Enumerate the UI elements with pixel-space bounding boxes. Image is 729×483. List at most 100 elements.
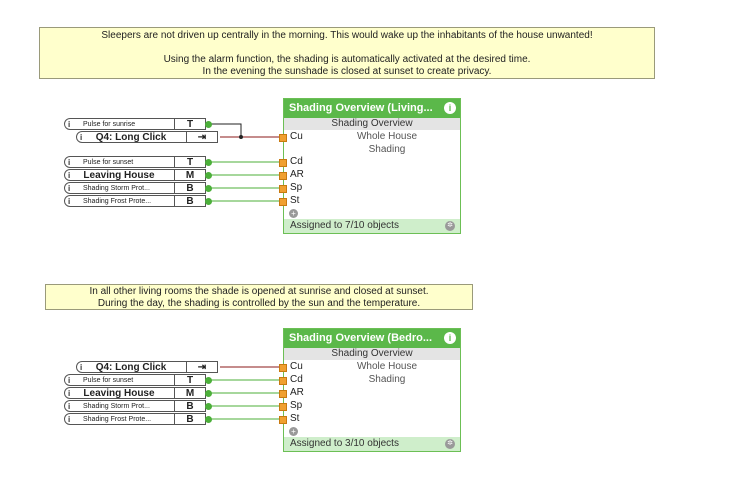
info-icon[interactable]: i [68, 158, 71, 167]
input-port-type: T [174, 119, 205, 130]
comment-note-1[interactable]: Sleepers are not driven up centrally in … [39, 27, 655, 79]
input-leaving-house[interactable]: i Leaving House M [64, 169, 206, 181]
block-description: Whole House [356, 361, 418, 372]
gear-icon[interactable]: ✲ [445, 439, 455, 449]
block-footer: Assigned to 3/10 objects ✲ [284, 437, 460, 451]
block-footer: Assigned to 7/10 objects ✲ [284, 219, 460, 233]
info-icon[interactable]: i [68, 171, 71, 180]
input-storm-protection[interactable]: i Shading Storm Prot... B [64, 182, 206, 194]
input-port-type: ⇥ [186, 132, 217, 143]
pin-label: St [290, 195, 300, 206]
input-port-type: B [174, 183, 205, 194]
info-icon[interactable]: i [68, 184, 71, 193]
pin-connector[interactable] [279, 364, 287, 372]
input-port-type: T [174, 375, 205, 386]
plus-icon[interactable]: + [289, 427, 298, 436]
info-icon[interactable]: i [68, 415, 71, 424]
input-label: Q4: Long Click [95, 362, 167, 373]
plus-icon[interactable]: + [289, 209, 298, 218]
input-label: Leaving House [83, 170, 155, 181]
pin-label: AR [290, 387, 304, 398]
info-icon[interactable]: i [68, 120, 71, 129]
info-icon[interactable]: i [80, 363, 83, 372]
pin-connector[interactable] [279, 416, 287, 424]
block-header[interactable]: Shading Overview (Living... i [284, 99, 460, 118]
pin-label: Cu [290, 361, 303, 372]
output-connector[interactable] [205, 121, 212, 128]
input-pulse-sunset[interactable]: i Pulse for sunset T [64, 374, 206, 386]
input-label: Pulse for sunset [83, 159, 134, 166]
info-icon[interactable]: i [68, 197, 71, 206]
pin-connector[interactable] [279, 134, 287, 142]
input-label: Q4: Long Click [95, 132, 167, 143]
input-port-type: B [174, 196, 205, 207]
block-header[interactable]: Shading Overview (Bedro... i [284, 329, 460, 348]
input-label: Pulse for sunset [83, 377, 134, 384]
input-label: Shading Frost Prote... [83, 416, 152, 423]
pin-label: Sp [290, 400, 303, 411]
pin-connector[interactable] [279, 377, 287, 385]
info-icon[interactable]: i [444, 332, 456, 344]
pin-connector[interactable] [279, 172, 287, 180]
note-line: During the day, the shading is controlle… [97, 298, 421, 309]
assigned-count: Assigned to 3/10 objects [290, 438, 399, 449]
input-storm-protection[interactable]: i Shading Storm Prot... B [64, 400, 206, 412]
input-q4-long-click[interactable]: i Q4: Long Click ⇥ [76, 361, 218, 373]
output-connector[interactable] [205, 159, 212, 166]
block-title: Shading Overview (Living... [289, 102, 433, 114]
output-connector[interactable] [205, 403, 212, 410]
note-line: In the evening the sunshade is closed at… [202, 66, 492, 77]
input-q4-long-click[interactable]: i Q4: Long Click ⇥ [76, 131, 218, 143]
note-line: Using the alarm function, the shading is… [163, 54, 531, 65]
shading-overview-block-living[interactable]: Shading Overview (Living... i Shading Ov… [279, 98, 461, 234]
output-connector[interactable] [205, 198, 212, 205]
comment-note-2[interactable]: In all other living rooms the shade is o… [45, 284, 473, 310]
input-frost-protection[interactable]: i Shading Frost Prote... B [64, 413, 206, 425]
pin-label: Sp [290, 182, 303, 193]
gear-icon[interactable]: ✲ [445, 221, 455, 231]
note-line [40, 42, 654, 54]
input-pulse-sunset[interactable]: i Pulse for sunset T [64, 156, 206, 168]
pin-connector[interactable] [279, 159, 287, 167]
info-icon[interactable]: i [68, 402, 71, 411]
block-subtitle: Shading Overview [284, 118, 460, 130]
info-icon[interactable]: i [444, 102, 456, 114]
input-pulse-sunrise[interactable]: i Pulse for sunrise T [64, 118, 206, 130]
pin-connector[interactable] [279, 198, 287, 206]
shading-overview-block-bedroom[interactable]: Shading Overview (Bedro... i Shading Ove… [279, 328, 461, 452]
info-icon[interactable]: i [68, 389, 71, 398]
block-description: Whole House [356, 131, 418, 142]
pin-connector[interactable] [279, 403, 287, 411]
note-line: In all other living rooms the shade is o… [89, 286, 429, 297]
pin-label: Cu [290, 131, 303, 142]
output-connector[interactable] [205, 390, 212, 397]
info-icon[interactable]: i [80, 133, 83, 142]
input-label: Leaving House [83, 388, 155, 399]
info-icon[interactable]: i [68, 376, 71, 385]
input-label: Shading Frost Prote... [83, 198, 152, 205]
block-description: Shading [368, 374, 406, 385]
input-leaving-house[interactable]: i Leaving House M [64, 387, 206, 399]
output-connector[interactable] [205, 416, 212, 423]
input-port-type: B [174, 414, 205, 425]
pin-label: Cd [290, 156, 303, 167]
pin-label: AR [290, 169, 304, 180]
input-port-type: B [174, 401, 205, 412]
pin-connector[interactable] [279, 390, 287, 398]
block-subtitle: Shading Overview [284, 348, 460, 360]
input-frost-protection[interactable]: i Shading Frost Prote... B [64, 195, 206, 207]
block-title: Shading Overview (Bedro... [289, 332, 433, 344]
input-label: Pulse for sunrise [83, 121, 136, 128]
output-connector[interactable] [205, 185, 212, 192]
pin-connector[interactable] [279, 185, 287, 193]
input-port-type: T [174, 157, 205, 168]
assigned-count: Assigned to 7/10 objects [290, 220, 399, 231]
input-port-type: M [174, 170, 205, 181]
note-line: Sleepers are not driven up centrally in … [101, 30, 593, 41]
output-connector[interactable] [205, 172, 212, 179]
output-connector[interactable] [205, 377, 212, 384]
block-description: Shading [368, 144, 406, 155]
input-label: Shading Storm Prot... [83, 403, 150, 410]
input-port-type: M [174, 388, 205, 399]
